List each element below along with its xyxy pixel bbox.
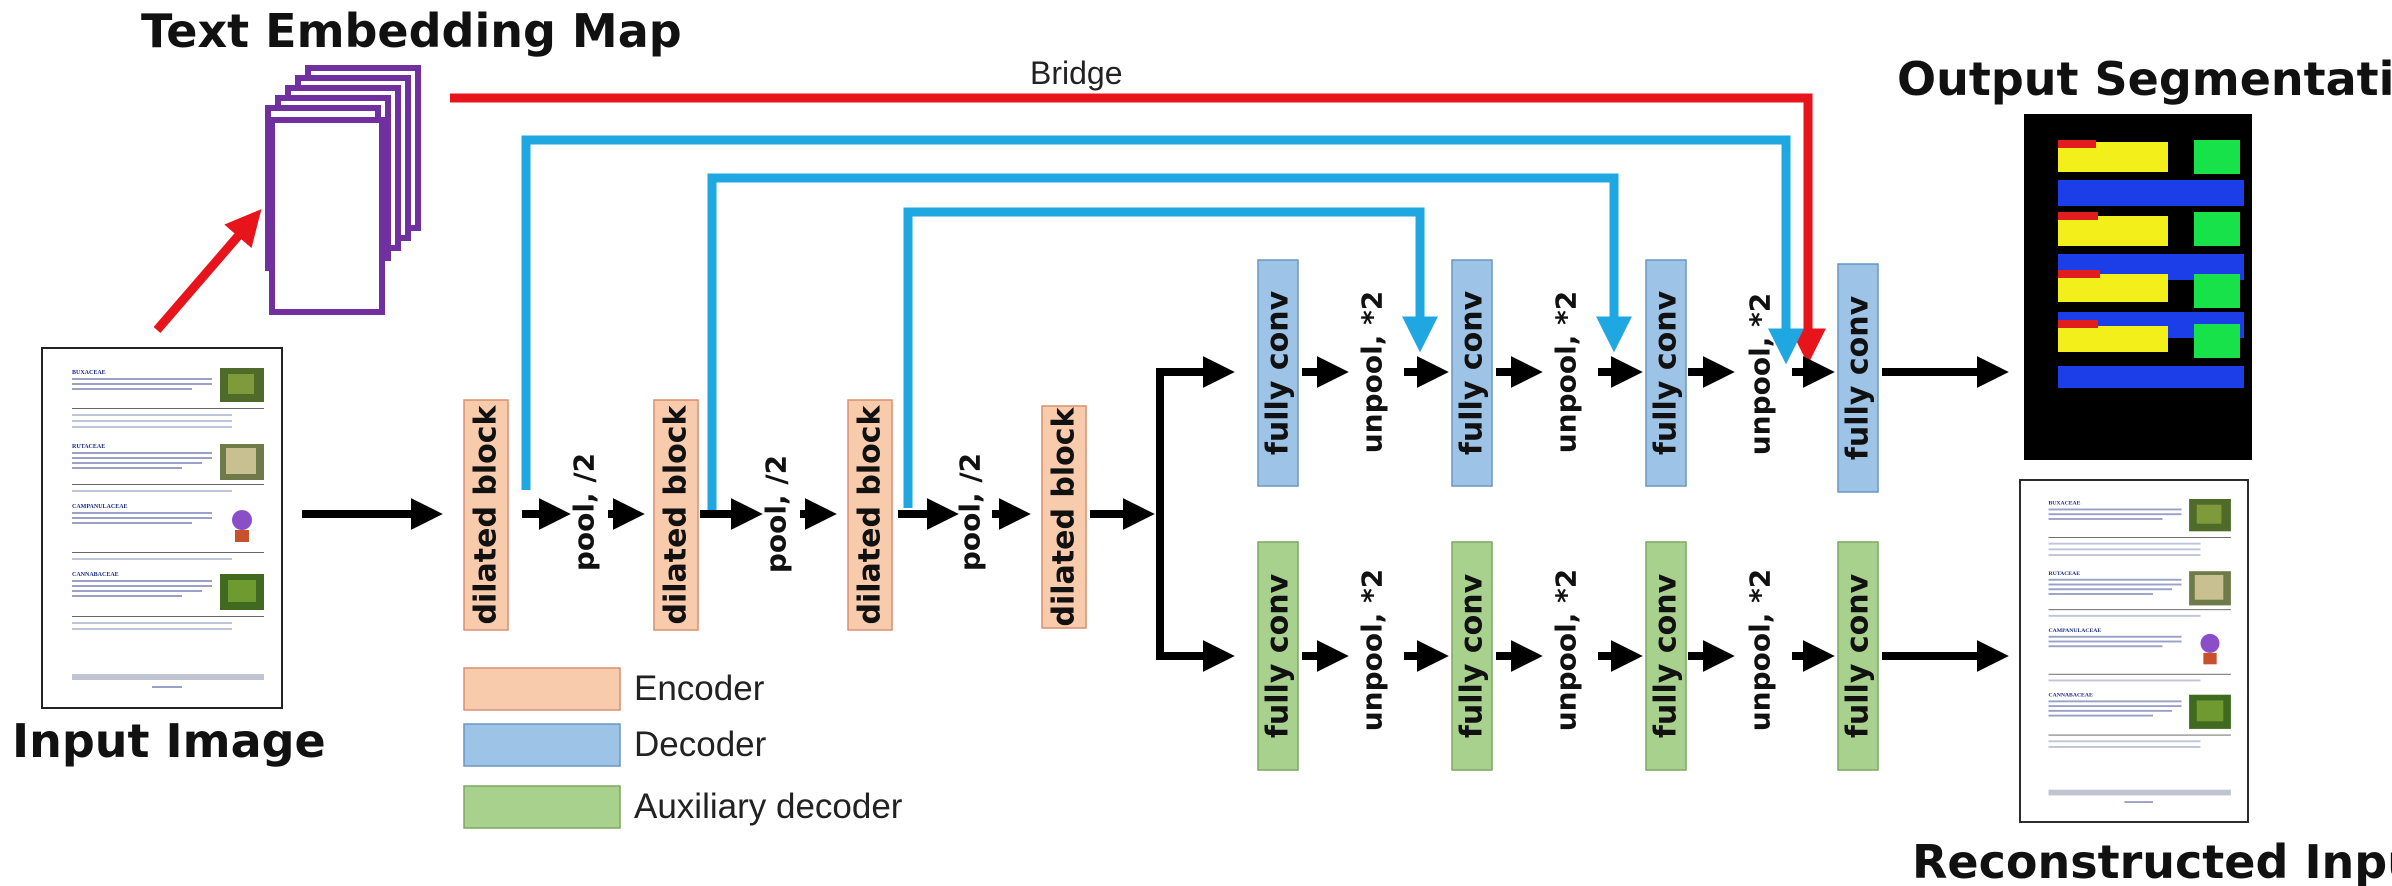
aux-unpool-label-3: unpool, *2 [1744,569,1777,732]
aux-block-3: fully conv [1645,541,1687,771]
decoder-block-3: fully conv [1645,259,1687,487]
legend-swatch-decoder [463,723,621,767]
legend: Encoder Decoder Auxiliary decoder [463,667,903,829]
decoder-block-label: fully conv [1455,290,1490,455]
aux-block-label: fully conv [1649,573,1684,738]
aux-block-4: fully conv [1837,541,1879,771]
skip-connection-1 [521,135,1804,490]
input-image [41,347,283,709]
pool-label-3: pool, /2 [954,453,987,571]
aux-block-label: fully conv [1841,573,1876,738]
encoder-block-1: dilated block [463,399,509,631]
encoder-block-label: dilated block [659,404,694,624]
input-to-embedding-arrow [153,209,262,333]
text-embedding-map-title: Text Embedding Map [141,4,682,58]
legend-swatch-encoder [463,667,621,711]
encoder-block-4: dilated block [1041,405,1087,629]
encoder-block-3: dilated block [847,399,893,631]
aux-block-1: fully conv [1257,541,1299,771]
legend-label-encoder: Encoder [634,669,765,708]
decoder-block-label: fully conv [1649,290,1684,455]
reconstructed-input-image [2019,479,2249,823]
pool-label-2: pool, /2 [760,455,793,573]
pool-label-1: pool, /2 [568,453,601,571]
skip-connection-2 [707,173,1632,512]
decoder-block-1: fully conv [1257,259,1299,487]
aux-unpool-label-1: unpool, *2 [1356,569,1389,732]
decoder-block-2: fully conv [1451,259,1493,487]
encoder-block-2: dilated block [653,399,699,631]
input-image-title: Input Image [12,714,326,768]
legend-label-auxiliary: Auxiliary decoder [634,787,903,826]
skip-connection-3 [903,207,1438,508]
bridge-arrow [450,93,1826,365]
decoder-unpool-label-3: unpool, *2 [1744,293,1777,456]
fork-to-auxiliary-arrow [1156,514,1235,672]
encoder-block-label: dilated block [853,404,888,624]
bridge-label: Bridge [1030,55,1123,91]
decoder-block-4: fully conv [1837,263,1879,493]
decoder-block-label: fully conv [1261,290,1296,455]
decoder-unpool-label-1: unpool, *2 [1356,291,1389,454]
legend-swatch-auxiliary [463,785,621,829]
encoder-block-label: dilated block [1047,406,1082,626]
aux-block-2: fully conv [1451,541,1493,771]
reconstructed-input-title: Reconstructed Input [1912,835,2392,886]
text-embedding-map [265,65,421,315]
decoder-unpool-label-2: unpool, *2 [1550,291,1583,454]
fork-to-decoder-arrow [1156,356,1235,514]
aux-unpool-label-2: unpool, *2 [1550,569,1583,732]
aux-block-label: fully conv [1455,573,1490,738]
encoder-block-label: dilated block [469,404,504,624]
aux-block-label: fully conv [1261,573,1296,738]
output-segmentation-image [2024,114,2252,460]
output-segmentation-title: Output Segmentation [1897,52,2392,106]
legend-label-decoder: Decoder [634,725,767,764]
decoder-block-label: fully conv [1841,295,1876,460]
